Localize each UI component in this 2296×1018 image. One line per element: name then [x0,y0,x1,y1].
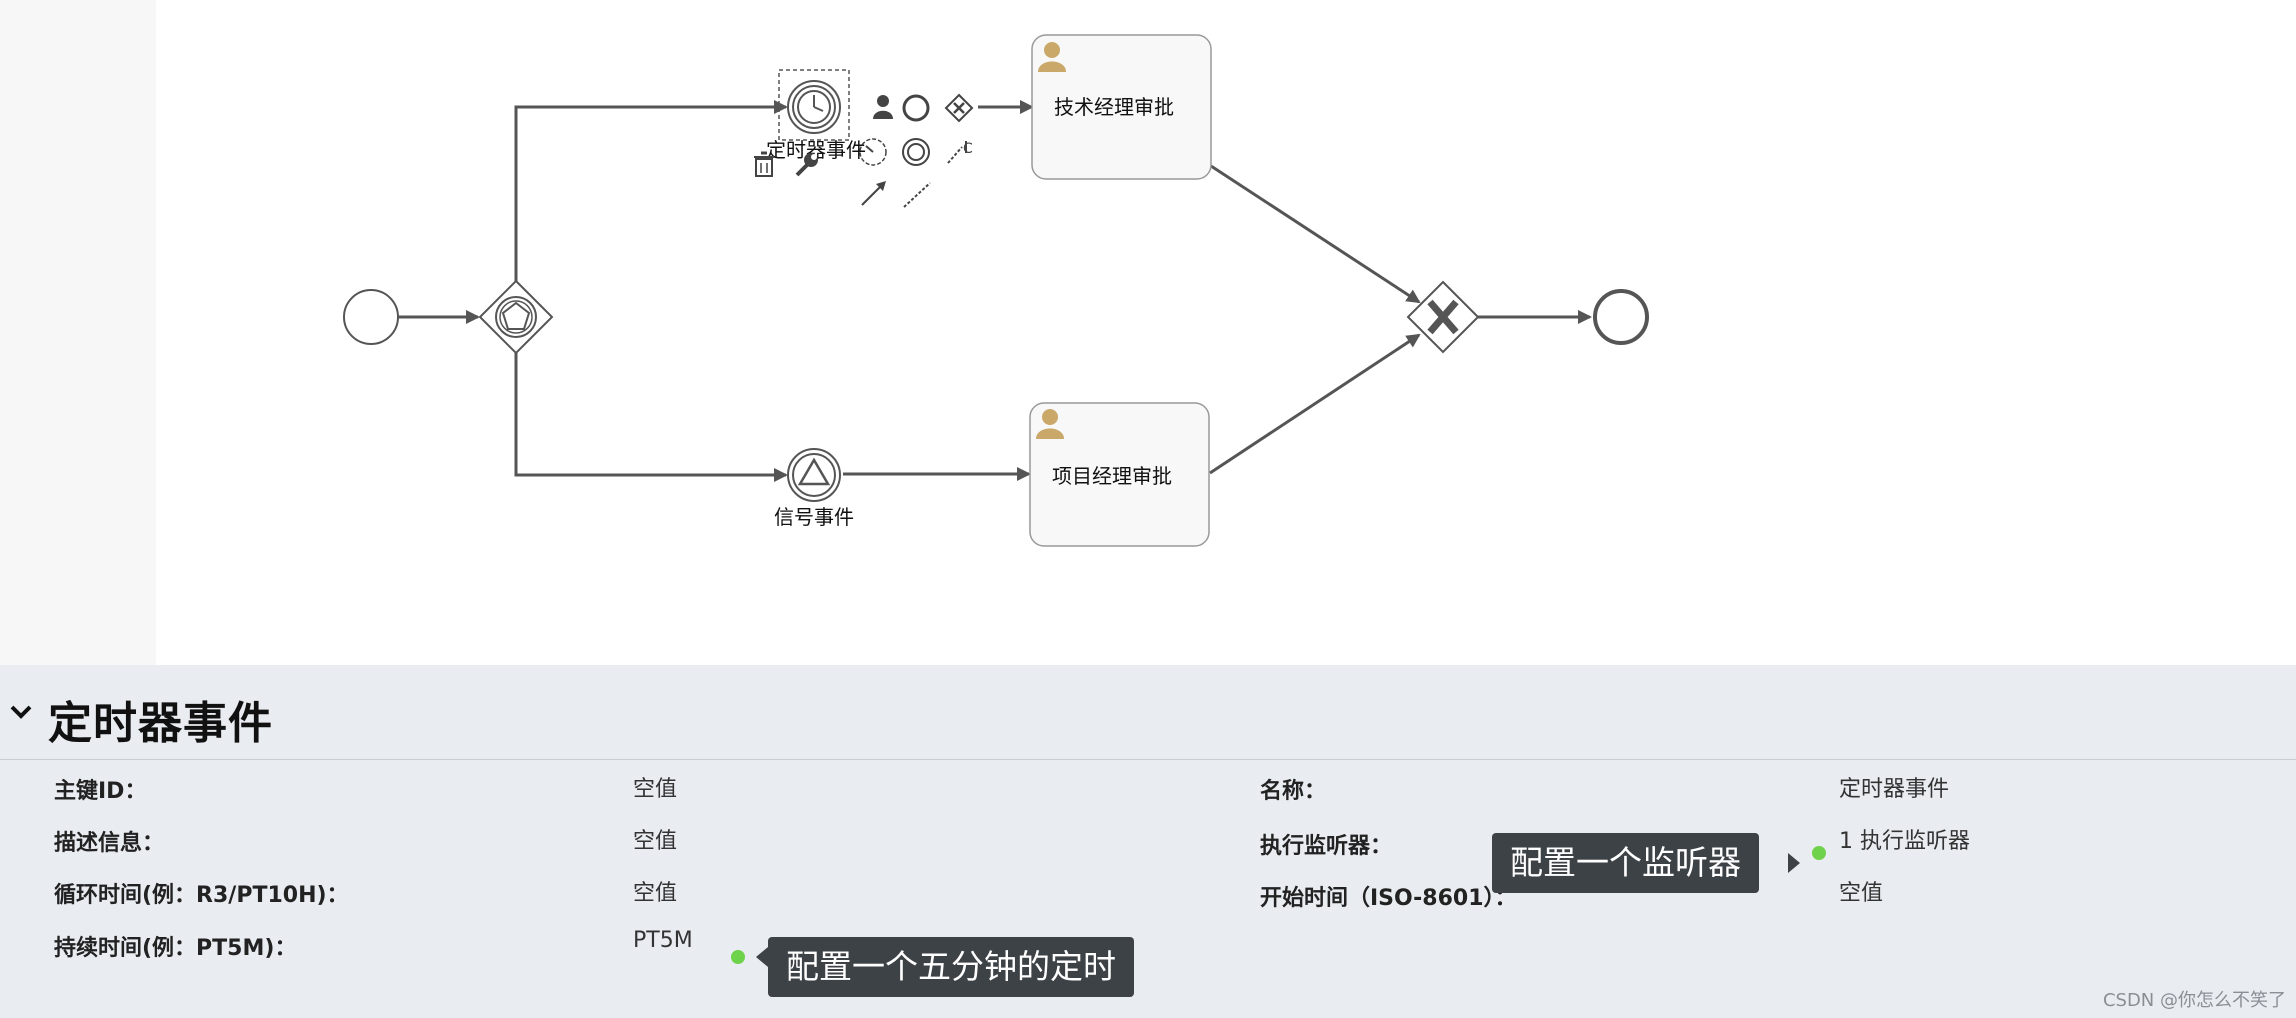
end-event[interactable] [1593,289,1649,345]
flow-tech-task-to-xor[interactable] [1210,164,1421,304]
duration-callout-pointer [756,947,768,967]
prop-value-listeners[interactable]: 1 执行监听器 [1839,829,1970,854]
chevron-down-icon[interactable] [8,698,34,724]
signal-intermediate-event[interactable] [787,448,841,502]
append-user-task-icon[interactable] [873,95,893,119]
listener-callout-pointer [1788,853,1800,873]
append-intermediate-timer-icon[interactable] [859,138,887,166]
task-label-project: 项目经理审批 [1052,464,1172,488]
user-icon [1038,42,1066,72]
prop-label-cycle: 循环时间(例：R3/PT10H)： [54,883,349,908]
timer-intermediate-event[interactable] [778,69,850,141]
association-icon[interactable] [903,182,931,208]
event-based-gateway[interactable] [478,279,554,355]
prop-label-duration: 持续时间(例：PT5M)： [54,936,297,961]
prop-label-id: 主键ID： [54,779,147,804]
panel-header[interactable]: 定时器事件 [0,665,2296,760]
selection-outline [778,69,850,141]
connect-arrow-icon[interactable] [861,181,886,206]
append-text-annotation-icon[interactable] [947,141,967,164]
x-icon [1427,299,1459,335]
listener-callout: 配置一个监听器 [1492,833,1759,893]
watermark: CSDN @你怎么不笑了 [2102,990,2286,1011]
prop-label-name: 名称： [1260,779,1327,804]
pentagon-icon [501,301,531,330]
panel-title: 定时器事件 [48,698,273,749]
prop-value-start-time[interactable]: 空值 [1839,881,1884,906]
listener-marker-dot [1812,846,1826,860]
flow-gateway-to-timer[interactable] [514,100,788,282]
prop-label-listeners: 执行监听器： [1260,834,1393,859]
signal-event-label: 信号事件 [774,505,854,529]
prop-value-description[interactable]: 空值 [633,829,678,854]
context-pad: C [754,93,974,208]
user-task-project-manager[interactable]: 项目经理审批 [1029,402,1210,547]
append-end-event-icon[interactable] [902,94,930,122]
bpmn-diagram-svg: 定时器事件 C [343,34,1649,547]
prop-value-cycle[interactable]: 空值 [633,881,678,906]
start-event[interactable] [343,289,399,345]
prop-label-description: 描述信息： [54,831,165,856]
properties-panel: 定时器事件 主键ID： 空值 描述信息： 空值 循环时间(例：R3/PT10H)… [0,665,2296,1018]
task-label-tech: 技术经理审批 [1054,95,1174,119]
context-pad-partial-text: C [963,141,973,157]
canvas-left-gutter [0,0,156,665]
wrench-icon[interactable] [795,153,818,177]
prop-label-start-time: 开始时间（ISO-8601）： [1260,886,1517,911]
user-task-tech-manager[interactable]: 技术经理审批 [1031,34,1212,180]
delete-icon[interactable] [754,151,774,177]
bpmn-canvas[interactable]: 定时器事件 C [0,0,2296,665]
prop-value-id[interactable]: 空值 [633,777,678,802]
triangle-icon [797,457,831,486]
flow-gateway-to-signal[interactable] [514,352,788,482]
sequence-flows [398,100,1592,482]
prop-value-name[interactable]: 定时器事件 [1839,777,1950,802]
prop-value-duration[interactable]: PT5M [633,928,693,953]
duration-callout: 配置一个五分钟的定时 [768,937,1134,997]
duration-marker-dot [731,950,745,964]
append-gateway-icon[interactable] [944,93,974,123]
flow-project-task-to-xor[interactable] [1209,333,1421,475]
append-intermediate-event-icon[interactable] [902,138,930,166]
exclusive-gateway[interactable] [1406,280,1480,354]
user-icon [1036,409,1064,439]
